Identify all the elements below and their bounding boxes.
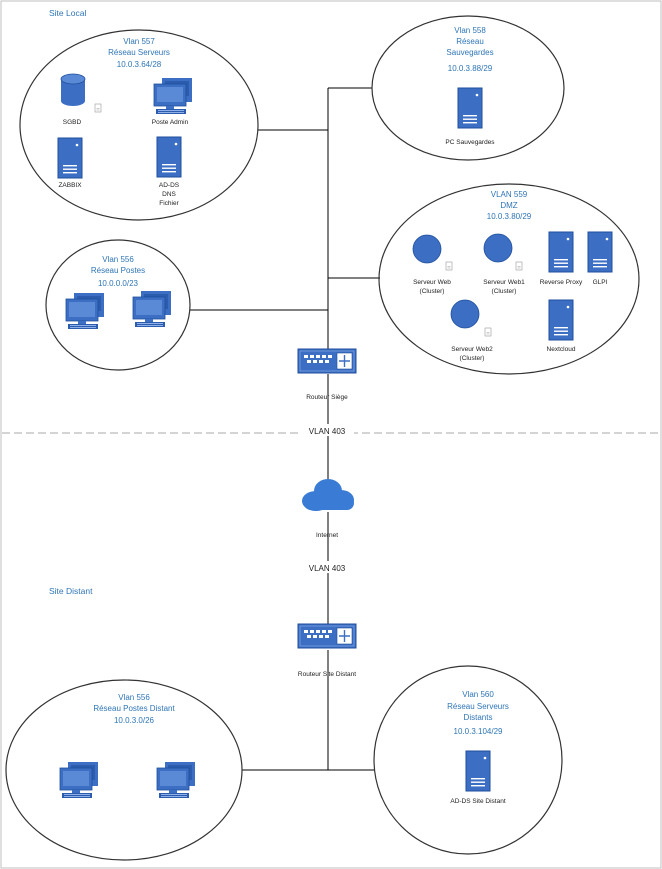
web-server-icon bbox=[412, 234, 442, 264]
zone-subnet: 10.0.3.88/29 bbox=[448, 64, 493, 73]
device-label: PC Sauvegardes bbox=[445, 139, 495, 146]
server-icon bbox=[465, 750, 491, 792]
zone-vlan-560: Vlan 560 Réseau Serveurs Distants 10.0.3… bbox=[373, 665, 563, 855]
device-label: Poste Admin bbox=[152, 119, 189, 126]
device-label: (Cluster) bbox=[460, 355, 485, 362]
server-icon bbox=[548, 231, 574, 273]
zone-title: Vlan 558 bbox=[454, 26, 486, 35]
router-site-distant: Routeur Site Distant bbox=[297, 623, 357, 678]
device-label: AD-DS bbox=[159, 182, 180, 189]
zone-name: Réseau Serveurs bbox=[447, 702, 509, 711]
zone-vlan-556-distant: Vlan 556 Réseau Postes Distant 10.0.3.0/… bbox=[5, 679, 243, 861]
server-icon bbox=[57, 137, 83, 179]
device-label: Fichier bbox=[159, 200, 179, 207]
zone-name: Réseau Postes bbox=[91, 266, 145, 275]
zone-name: Réseau Serveurs bbox=[108, 48, 170, 57]
zone-subnet: 10.0.3.64/28 bbox=[117, 60, 162, 69]
device-label: Serveur Web bbox=[413, 279, 451, 286]
device-label: ZABBIX bbox=[58, 182, 82, 189]
server-icon bbox=[156, 136, 182, 178]
workstation-icon bbox=[132, 290, 172, 328]
device-label: Reverse Proxy bbox=[540, 279, 583, 286]
vlan-403-label: VLAN 403 bbox=[309, 427, 346, 436]
internet: Internet bbox=[302, 479, 354, 539]
device-label: (Cluster) bbox=[492, 288, 517, 295]
web-server-icon bbox=[483, 233, 513, 263]
vlan-403-label: VLAN 403 bbox=[309, 564, 346, 573]
zone-subnet: 10.0.0.0/23 bbox=[98, 279, 139, 288]
workstation-icon bbox=[153, 77, 193, 115]
zone-title: Vlan 557 bbox=[123, 37, 155, 46]
router-icon bbox=[297, 623, 357, 649]
zone-subnet: 10.0.3.104/29 bbox=[454, 727, 503, 736]
device-label: SGBD bbox=[63, 119, 82, 126]
internet-label: Internet bbox=[316, 532, 338, 539]
document-icon bbox=[484, 327, 492, 337]
zone-name: Réseau bbox=[456, 37, 484, 46]
server-icon bbox=[457, 87, 483, 129]
device-label: Serveur Web2 bbox=[451, 346, 493, 353]
vlan-label-bg bbox=[302, 561, 354, 573]
device-label: Nextcloud bbox=[547, 346, 576, 353]
document-icon bbox=[515, 261, 523, 271]
zone-subnet: 10.0.3.0/26 bbox=[114, 716, 155, 725]
zone-name: Sauvegardes bbox=[446, 48, 493, 57]
router-label: Routeur Siège bbox=[306, 394, 348, 401]
server-icon bbox=[548, 299, 574, 341]
router-label: Routeur Site Distant bbox=[298, 671, 356, 678]
zone-title: Vlan 556 bbox=[102, 255, 134, 264]
device-label: Serveur Web1 bbox=[483, 279, 525, 286]
site-remote-label: Site Distant bbox=[49, 586, 93, 596]
database-icon bbox=[60, 73, 86, 107]
zone-vlan-559: VLAN 559 DMZ 10.0.3.80/29 Serveur Web (C… bbox=[378, 183, 640, 375]
site-local-label: Site Local bbox=[49, 8, 86, 18]
zone-name: Réseau Postes Distant bbox=[93, 704, 175, 713]
device-label: (Cluster) bbox=[420, 288, 445, 295]
device-label: AD-DS Site Distant bbox=[450, 798, 505, 805]
zone-vlan-557: Vlan 557 Réseau Serveurs 10.0.3.64/28 SG… bbox=[19, 29, 259, 221]
workstation-icon bbox=[156, 761, 196, 799]
vlan-label-bg bbox=[302, 424, 354, 436]
device-label: GLPI bbox=[593, 279, 608, 286]
workstation-icon bbox=[59, 761, 99, 799]
device-label: DNS bbox=[162, 191, 176, 198]
zone-vlan-558: Vlan 558 Réseau Sauvegardes 10.0.3.88/29… bbox=[371, 15, 565, 161]
router-siege: Routeur Siège bbox=[297, 348, 357, 401]
document-icon bbox=[94, 103, 102, 113]
document-icon bbox=[445, 261, 453, 271]
cloud-icon bbox=[302, 479, 354, 511]
zone-name: Distants bbox=[464, 713, 493, 722]
zone-name: DMZ bbox=[500, 201, 517, 210]
server-icon bbox=[587, 231, 613, 273]
zone-vlan-556: Vlan 556 Réseau Postes 10.0.0.0/23 bbox=[45, 239, 191, 371]
zone-title: Vlan 556 bbox=[118, 693, 150, 702]
zone-subnet: 10.0.3.80/29 bbox=[487, 212, 532, 221]
workstation-icon bbox=[65, 292, 105, 330]
router-icon bbox=[297, 348, 357, 374]
web-server-icon bbox=[450, 299, 480, 329]
zone-title: Vlan 560 bbox=[462, 690, 494, 699]
zone-title: VLAN 559 bbox=[491, 190, 528, 199]
